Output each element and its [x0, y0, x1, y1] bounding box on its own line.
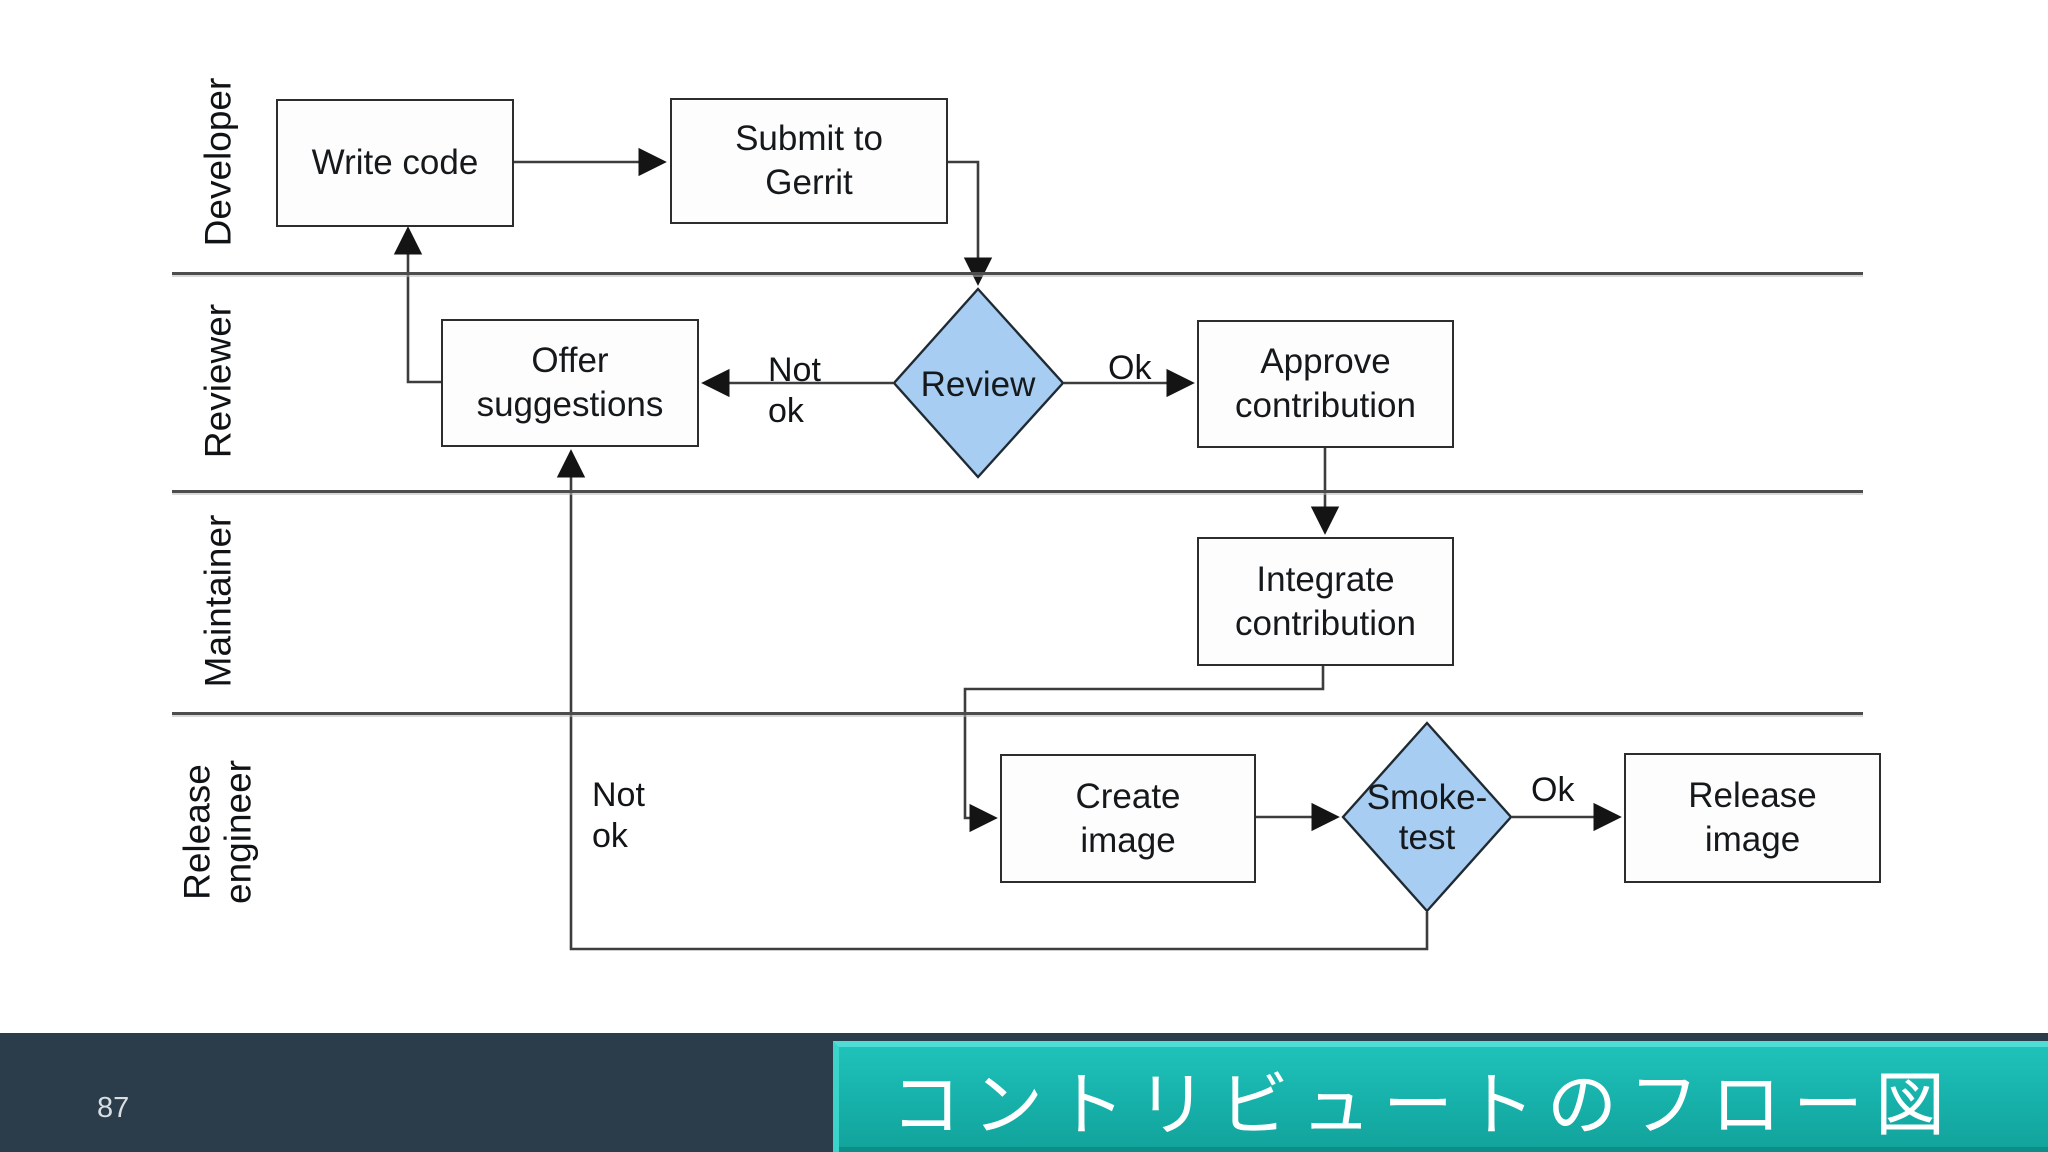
edge-submit-gerrit-to-review	[948, 160, 993, 286]
lane-divider-reviewer-maintainer	[172, 490, 1863, 493]
node-submit-to-gerrit: Submit to Gerrit	[670, 98, 948, 224]
edge-label-review-ok: Ok	[1108, 349, 1152, 387]
lane-divider-maintainer-release	[172, 712, 1863, 715]
edge-label-review-not-ok: Not ok	[768, 351, 821, 431]
edge-smoke-test-not-ok-to-offer-suggestions	[556, 449, 1429, 951]
slide-title: コントリビュートのフロー図	[891, 1066, 1957, 1144]
review-decision-shape	[892, 287, 1065, 479]
lane-label-reviewer: Reviewer	[197, 303, 239, 459]
node-review-label: Review	[920, 364, 1036, 404]
node-create-image: Create image	[1000, 754, 1256, 883]
edge-label-smoke-ok: Ok	[1531, 771, 1575, 809]
lane-label-release-engineer: Release engineer	[176, 759, 259, 905]
edge-label-smoke-not-ok: Not ok	[592, 776, 645, 856]
node-release-image: Release image	[1624, 753, 1881, 883]
lane-label-maintainer: Maintainer	[197, 514, 239, 688]
node-approve-contribution: Approve contribution	[1197, 320, 1454, 448]
page-number: 87	[97, 1092, 130, 1124]
edge-integrate-to-create-image	[963, 665, 1325, 833]
node-integrate-contribution: Integrate contribution	[1197, 537, 1454, 666]
edge-offer-suggestions-to-write-code	[393, 226, 441, 384]
smoke-test-decision-shape	[1341, 721, 1513, 913]
slide-title-box: コントリビュートのフロー図	[833, 1041, 2048, 1152]
lane-label-developer: Developer	[197, 77, 239, 247]
lane-divider-developer-reviewer	[172, 272, 1863, 275]
node-smoke-test-label: Smoke- test	[1366, 777, 1488, 857]
node-offer-suggestions: Offer suggestions	[441, 319, 699, 447]
node-write-code: Write code	[276, 99, 514, 227]
